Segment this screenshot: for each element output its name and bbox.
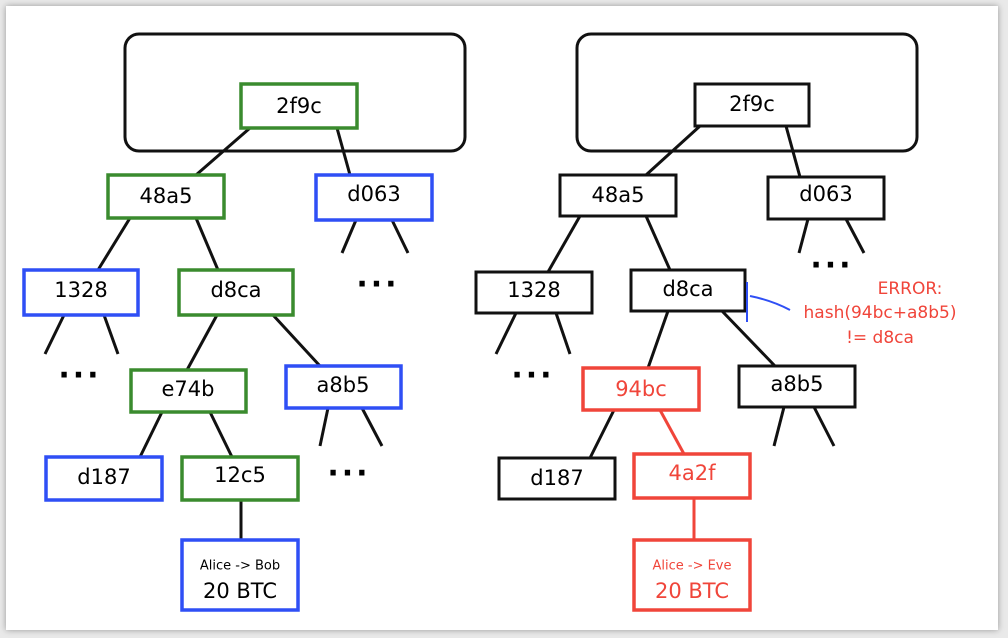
right-transaction: Alice -> Eve 20 BTC	[632, 538, 752, 612]
right-node-4a2f: 4a2f	[632, 452, 752, 500]
right-node-d187: d187	[497, 456, 617, 501]
left-e74b-label: e74b	[162, 377, 215, 401]
left-a8b5-label: a8b5	[317, 373, 370, 397]
right-block-header	[575, 32, 919, 153]
left-node-d187: d187	[44, 455, 164, 502]
left-ellipsis-d063: ...	[356, 260, 399, 295]
error-line1: ERROR:	[878, 279, 943, 299]
diagram-frame: 2f9c 48a5 d063 1328 d8ca e74b a8b5 d187	[6, 6, 998, 630]
left-node-root: 2f9c	[239, 82, 359, 130]
left-node-e74b: e74b	[129, 368, 248, 414]
right-tree: 2f9c 48a5 d063 1328 d8ca 94bc a8b5 d187	[474, 32, 957, 612]
error-callout: ERROR: hash(94bc+a8b5) != d8ca	[746, 279, 957, 348]
left-node-a8b5: a8b5	[284, 364, 403, 410]
right-94bc-label: 94bc	[615, 377, 667, 401]
left-d8ca-label: d8ca	[210, 278, 261, 302]
right-a8b5-label: a8b5	[771, 372, 824, 396]
right-1328-label: 1328	[507, 278, 560, 302]
right-tx-line1: Alice -> Eve	[652, 559, 731, 574]
left-d187-label: d187	[77, 465, 130, 489]
left-node-48a5: 48a5	[106, 173, 226, 220]
right-root-label: 2f9c	[729, 92, 775, 116]
left-node-d8ca: d8ca	[177, 268, 295, 317]
right-tree-edges	[494, 124, 866, 459]
left-tree: 2f9c 48a5 d063 1328 d8ca e74b a8b5 d187	[22, 32, 467, 612]
left-block-header	[123, 32, 467, 153]
error-line2: hash(94bc+a8b5)	[804, 303, 957, 323]
right-d187-label: d187	[530, 466, 583, 490]
error-line3: != d8ca	[846, 328, 914, 348]
right-ellipsis-d063: ...	[810, 241, 853, 276]
right-node-1328: 1328	[474, 270, 594, 315]
right-48a5-label: 48a5	[592, 183, 645, 207]
left-node-d063: d063	[314, 173, 434, 222]
left-ellipsis-a8b5: ...	[327, 449, 370, 484]
left-transaction: Alice -> Bob 20 BTC	[180, 538, 300, 612]
right-node-d8ca: d8ca	[629, 268, 747, 313]
left-root-label: 2f9c	[276, 94, 322, 118]
left-tx-line2: 20 BTC	[203, 579, 277, 603]
right-node-94bc: 94bc	[581, 366, 701, 412]
left-d063-label: d063	[347, 182, 400, 206]
right-node-root: 2f9c	[693, 82, 811, 128]
right-4a2f-label: 4a2f	[669, 461, 717, 485]
right-d8ca-label: d8ca	[662, 277, 713, 301]
right-tx-line2: 20 BTC	[655, 579, 729, 603]
left-48a5-label: 48a5	[140, 184, 193, 208]
right-ellipsis-1328: ...	[511, 351, 554, 386]
left-tx-line1: Alice -> Bob	[200, 559, 280, 574]
right-node-48a5: 48a5	[558, 173, 678, 218]
left-12c5-label: 12c5	[214, 463, 266, 487]
left-tree-edges	[43, 126, 410, 540]
left-node-1328: 1328	[22, 268, 140, 317]
left-node-12c5: 12c5	[180, 455, 300, 502]
right-node-a8b5: a8b5	[737, 364, 857, 409]
right-tampered-edges	[658, 409, 696, 540]
right-node-d063: d063	[766, 175, 886, 221]
left-ellipsis-1328: ...	[58, 351, 101, 386]
right-d063-label: d063	[799, 182, 852, 206]
left-1328-label: 1328	[54, 278, 107, 302]
